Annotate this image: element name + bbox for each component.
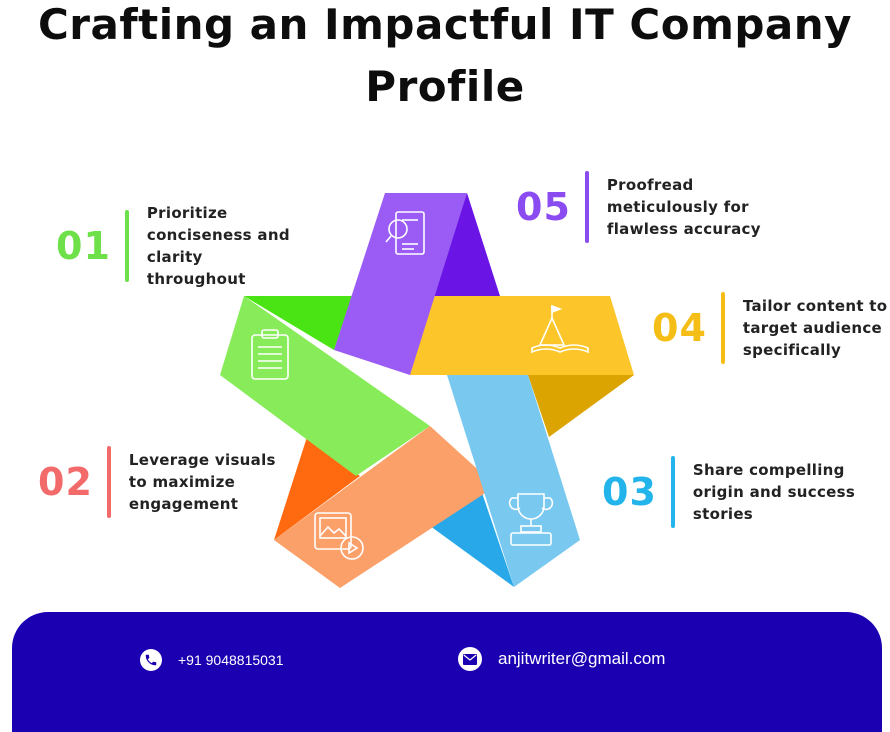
page-title: Crafting an Impactful IT Company Profile <box>0 0 890 118</box>
step-description: Share compelling origin and success stor… <box>693 459 855 525</box>
desc-line: target audience <box>742 319 882 337</box>
desc-line: meticulously for <box>606 198 749 216</box>
step-bar <box>124 210 129 282</box>
desc-line: throughout <box>146 270 246 288</box>
step-description: Proofread meticulously for flawless accu… <box>607 174 761 240</box>
step-03: 03 Share compelling origin and success s… <box>602 456 855 528</box>
blue-ribbon <box>447 375 580 587</box>
step-01: 01 Prioritize conciseness and clarity th… <box>56 202 290 290</box>
desc-line: conciseness and <box>146 226 290 244</box>
desc-line: Prioritize <box>146 204 228 222</box>
green-fold <box>244 296 352 350</box>
step-number: 01 <box>56 224 111 268</box>
desc-line: specifically <box>742 341 842 359</box>
email-address: anjitwriter@gmail.com <box>498 649 666 668</box>
footer-banner <box>12 612 882 732</box>
phone-icon <box>140 649 162 671</box>
clipboard-icon <box>251 329 289 380</box>
desc-line: origin and success <box>692 483 856 501</box>
phone-number: +91 9048815031 <box>178 652 284 668</box>
title-line-1: Crafting an Impactful IT Company <box>37 0 853 49</box>
document-search-icon <box>385 211 425 255</box>
email-contact[interactable]: anjitwriter@gmail.com <box>458 647 665 671</box>
step-number: 04 <box>652 306 707 350</box>
title-line-2: Profile <box>365 62 525 111</box>
desc-line: Leverage visuals <box>128 451 276 469</box>
purple-ribbon <box>334 193 467 375</box>
star-diagram <box>220 193 634 588</box>
orange-ribbon <box>274 426 496 588</box>
step-bar <box>720 292 725 364</box>
mail-icon <box>458 647 482 671</box>
step-description: Leverage visuals to maximize engagement <box>129 449 276 515</box>
step-number: 05 <box>516 185 571 229</box>
desc-line: to maximize <box>128 473 236 491</box>
step-number: 03 <box>602 470 657 514</box>
yellow-ribbon <box>410 296 634 375</box>
desc-line: flawless accuracy <box>606 220 761 238</box>
desc-line: clarity <box>146 248 203 266</box>
phone-contact[interactable]: +91 9048815031 <box>140 649 284 671</box>
image-video-icon <box>314 512 364 560</box>
trophy-icon <box>508 493 554 546</box>
step-bar <box>106 446 111 518</box>
desc-line: engagement <box>128 495 239 513</box>
step-description: Prioritize conciseness and clarity throu… <box>147 202 290 290</box>
desc-line: Proofread <box>606 176 694 194</box>
step-description: Tailor content to target audience specif… <box>743 295 888 361</box>
yellow-fold <box>528 375 634 437</box>
desc-line: stories <box>692 505 754 523</box>
step-bar <box>670 456 675 528</box>
mountain-flag-book-icon <box>531 304 589 354</box>
step-02: 02 Leverage visuals to maximize engageme… <box>38 446 276 518</box>
green-ribbon <box>220 296 430 476</box>
step-05: 05 Proofread meticulously for flawless a… <box>516 171 761 243</box>
desc-line: Share compelling <box>692 461 845 479</box>
desc-line: Tailor content to <box>742 297 888 315</box>
step-bar <box>584 171 589 243</box>
step-04: 04 Tailor content to target audience spe… <box>652 292 887 364</box>
purple-fold <box>432 193 500 296</box>
step-number: 02 <box>38 460 93 504</box>
